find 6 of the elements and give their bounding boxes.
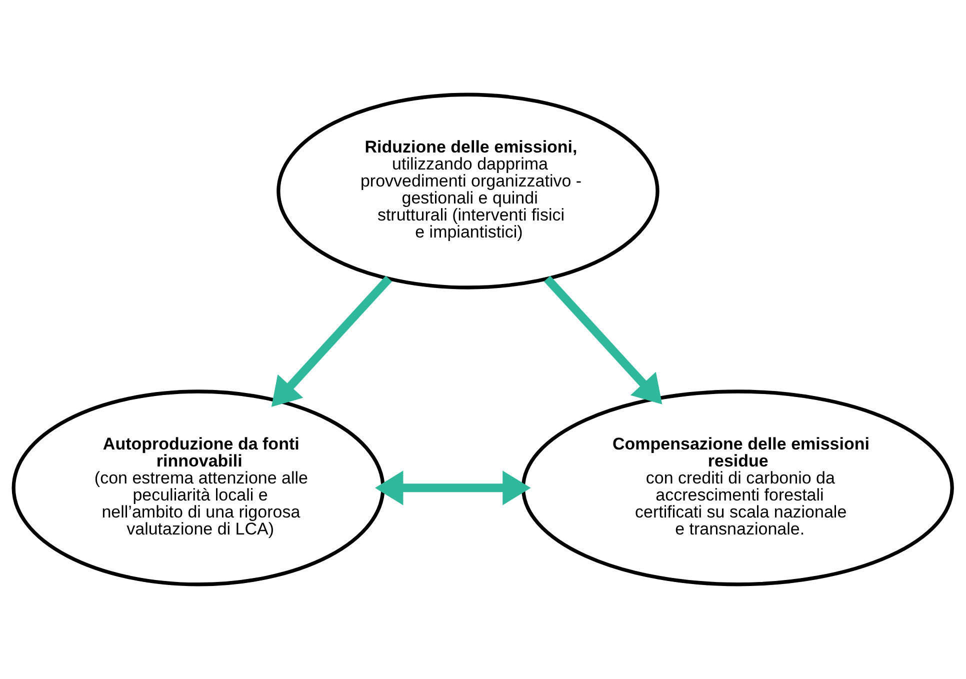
node-ellipse: Compensazione delle emissioni residue con crediti di carbonio da accrescimenti forestali certificati su scala nazionale e transnazionale. [521, 390, 954, 586]
arrow [375, 470, 531, 506]
arrow [271, 276, 392, 407]
arrow [544, 276, 662, 404]
node-ellipse: Riduzione delle emissioni, utilizzando dapprima provvedimenti organizzativo - gestionali e quindi strutturali (interventi fisici e impiantistici) [276, 92, 660, 290]
node-ellipse: Autoproduzione da fonti rinnovabili (con estrema attenzione alle peculiarità locali e nell’ambito di una rigorosa valutazione di LCA) [12, 390, 385, 586]
